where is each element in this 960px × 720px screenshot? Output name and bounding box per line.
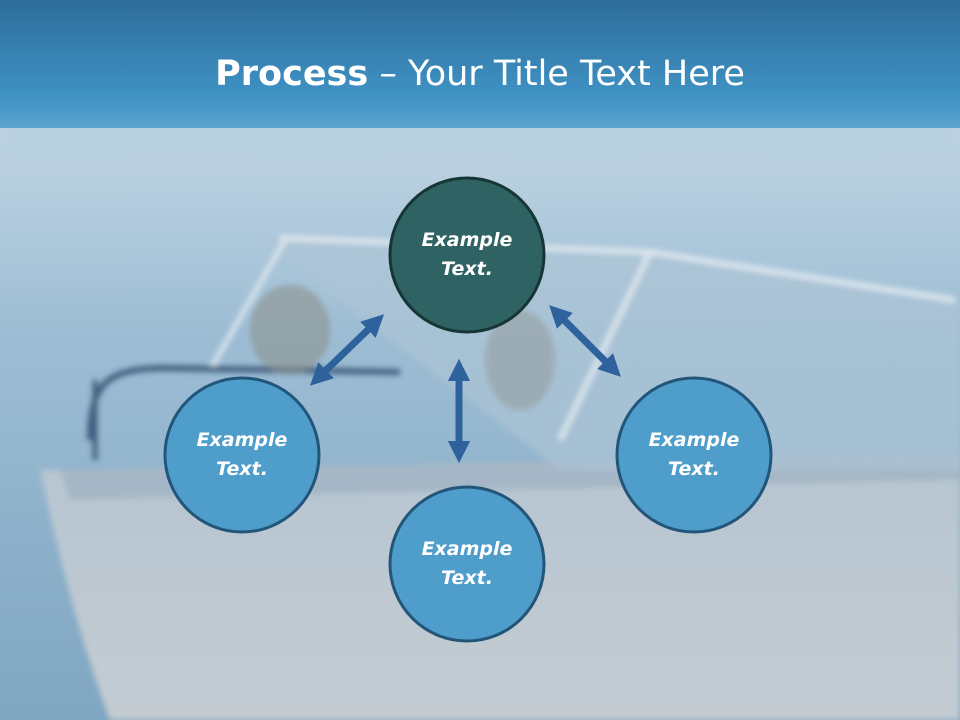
node-right-line1: Example — [648, 429, 740, 451]
node-bottom-line1: Example — [421, 538, 513, 560]
node-top-label: Example Text. — [392, 226, 542, 284]
node-top-line2: Text. — [441, 258, 493, 280]
node-bottom-label: Example Text. — [392, 535, 542, 593]
arrow-top-left — [309, 314, 385, 386]
node-bottom-line2: Text. — [441, 567, 493, 589]
node-left — [163, 376, 321, 534]
node-top — [388, 176, 546, 334]
node-top-line1: Example — [421, 229, 513, 251]
node-left-line2: Text. — [216, 458, 268, 480]
slide-title: Process – Your Title Text Here — [0, 52, 960, 96]
node-left-label: Example Text. — [167, 426, 317, 484]
title-bold: Process — [215, 54, 369, 94]
node-left-line1: Example — [196, 429, 288, 451]
node-bottom — [388, 485, 546, 643]
title-dash: – — [368, 54, 408, 94]
node-right — [615, 376, 773, 534]
node-right-label: Example Text. — [619, 426, 769, 484]
node-right-line2: Text. — [668, 458, 720, 480]
title-rest: Your Title Text Here — [407, 54, 745, 94]
arrow-top-right — [549, 305, 621, 377]
